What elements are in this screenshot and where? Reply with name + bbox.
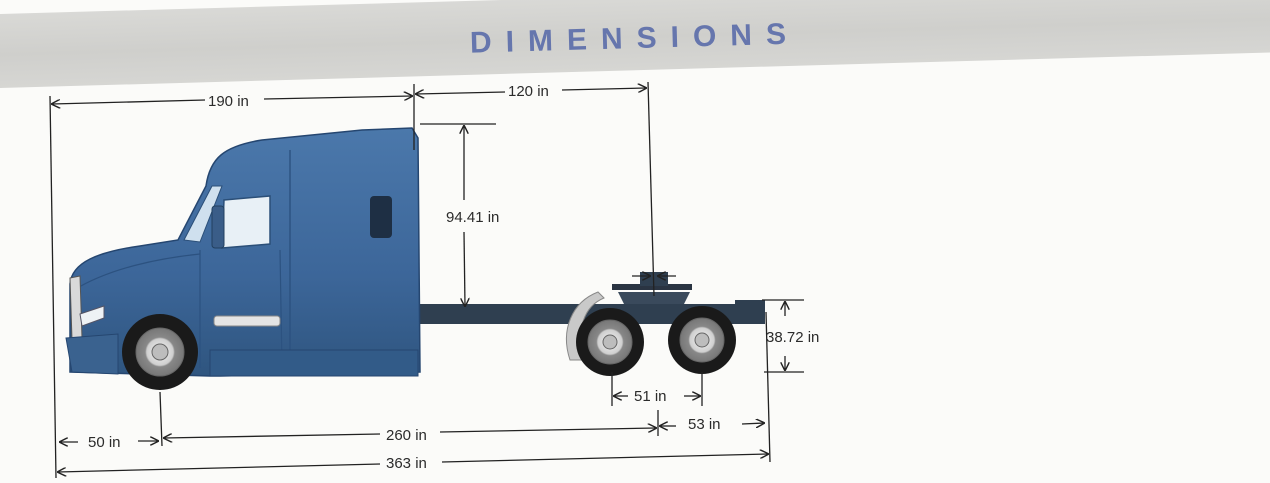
label-rear-overhang: 53 in <box>688 416 721 433</box>
label-front-overhang: 50 in <box>88 434 121 451</box>
rear-wheel-rear-axle <box>668 306 736 374</box>
dimension-lines <box>49 81 804 479</box>
rear-wheel-front-axle <box>576 308 644 376</box>
label-frame-height: 38.72 in <box>766 329 819 346</box>
label-cab-height: 94.41 in <box>446 209 499 226</box>
label-wheelbase: 260 in <box>386 427 427 444</box>
cab-body <box>69 127 421 377</box>
label-tandem-spacing: 51 in <box>634 388 667 405</box>
front-wheel <box>122 314 198 390</box>
truck-icon <box>65 127 765 390</box>
label-front-to-cab-back: 190 in <box>208 93 249 110</box>
fifth-wheel <box>612 272 692 304</box>
label-overall-length: 363 in <box>386 455 427 472</box>
label-cab-back-to-fifth-wheel: 120 in <box>508 83 549 100</box>
